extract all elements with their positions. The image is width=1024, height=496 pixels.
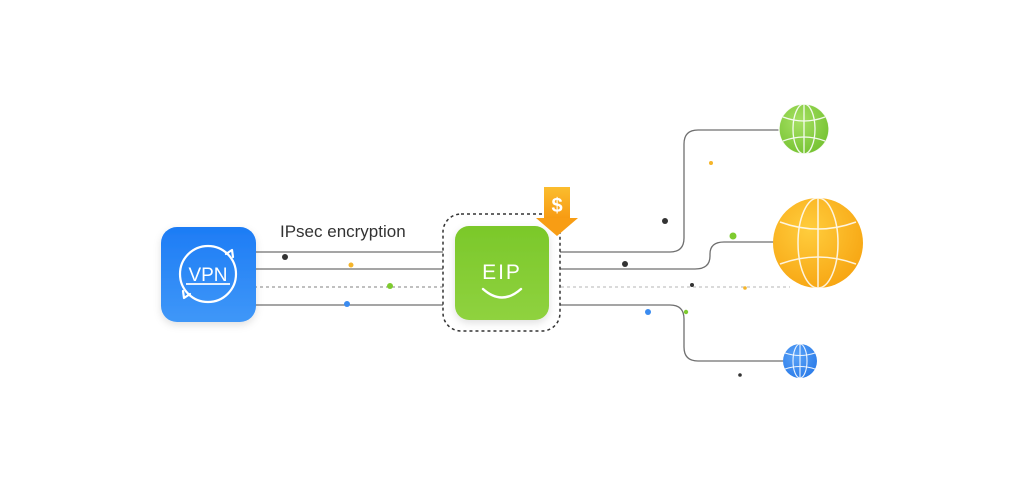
data-dot	[729, 232, 737, 240]
eip-internet-links	[555, 129, 790, 362]
vpn-text: VPN	[188, 265, 227, 286]
data-dot	[344, 301, 350, 307]
data-dot	[348, 262, 354, 268]
link-to-green-globe	[555, 129, 780, 253]
data-dot	[738, 373, 742, 377]
data-dot	[662, 218, 668, 224]
eip-node	[455, 226, 549, 320]
eip-icon: EIP	[481, 261, 523, 299]
globe-icon	[773, 197, 863, 289]
dollar-icon: $	[551, 195, 562, 217]
link-to-blue-globe	[555, 304, 784, 362]
vpn-icon: VPN	[178, 244, 238, 304]
eip-box	[455, 226, 549, 320]
link-label: IPsec encryption	[280, 222, 406, 241]
globe-icon	[783, 343, 817, 379]
data-dot	[387, 283, 393, 289]
data-dot	[709, 161, 713, 165]
data-dot	[743, 286, 747, 290]
data-dot	[282, 254, 288, 260]
data-dot	[622, 261, 628, 267]
data-dots	[282, 161, 747, 377]
data-dot	[683, 309, 689, 315]
link-to-orange-globe	[555, 241, 776, 270]
eip-text: EIP	[482, 261, 522, 284]
globe-icon	[778, 103, 830, 155]
data-dot	[690, 283, 694, 287]
vpn-eip-links	[254, 251, 448, 306]
data-dot	[645, 309, 651, 315]
arrow-down-icon	[536, 218, 578, 236]
price-badge: $	[536, 187, 578, 236]
